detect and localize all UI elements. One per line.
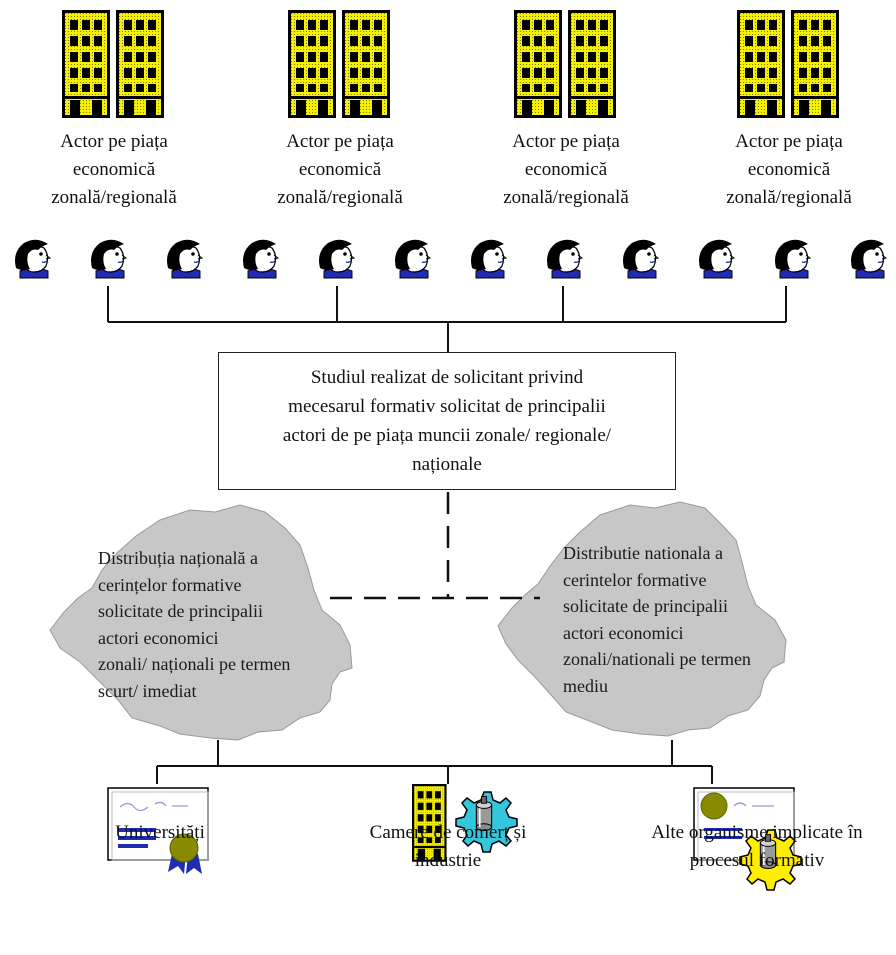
romania-map-right xyxy=(497,501,787,737)
certificate-icon xyxy=(107,787,209,874)
study-box: Studiul realizat de solicitant privind m… xyxy=(218,352,676,490)
institution-label-universities: Universități xyxy=(115,822,205,843)
certificate-gear-icon xyxy=(693,787,802,891)
romania-map-left xyxy=(49,504,353,741)
